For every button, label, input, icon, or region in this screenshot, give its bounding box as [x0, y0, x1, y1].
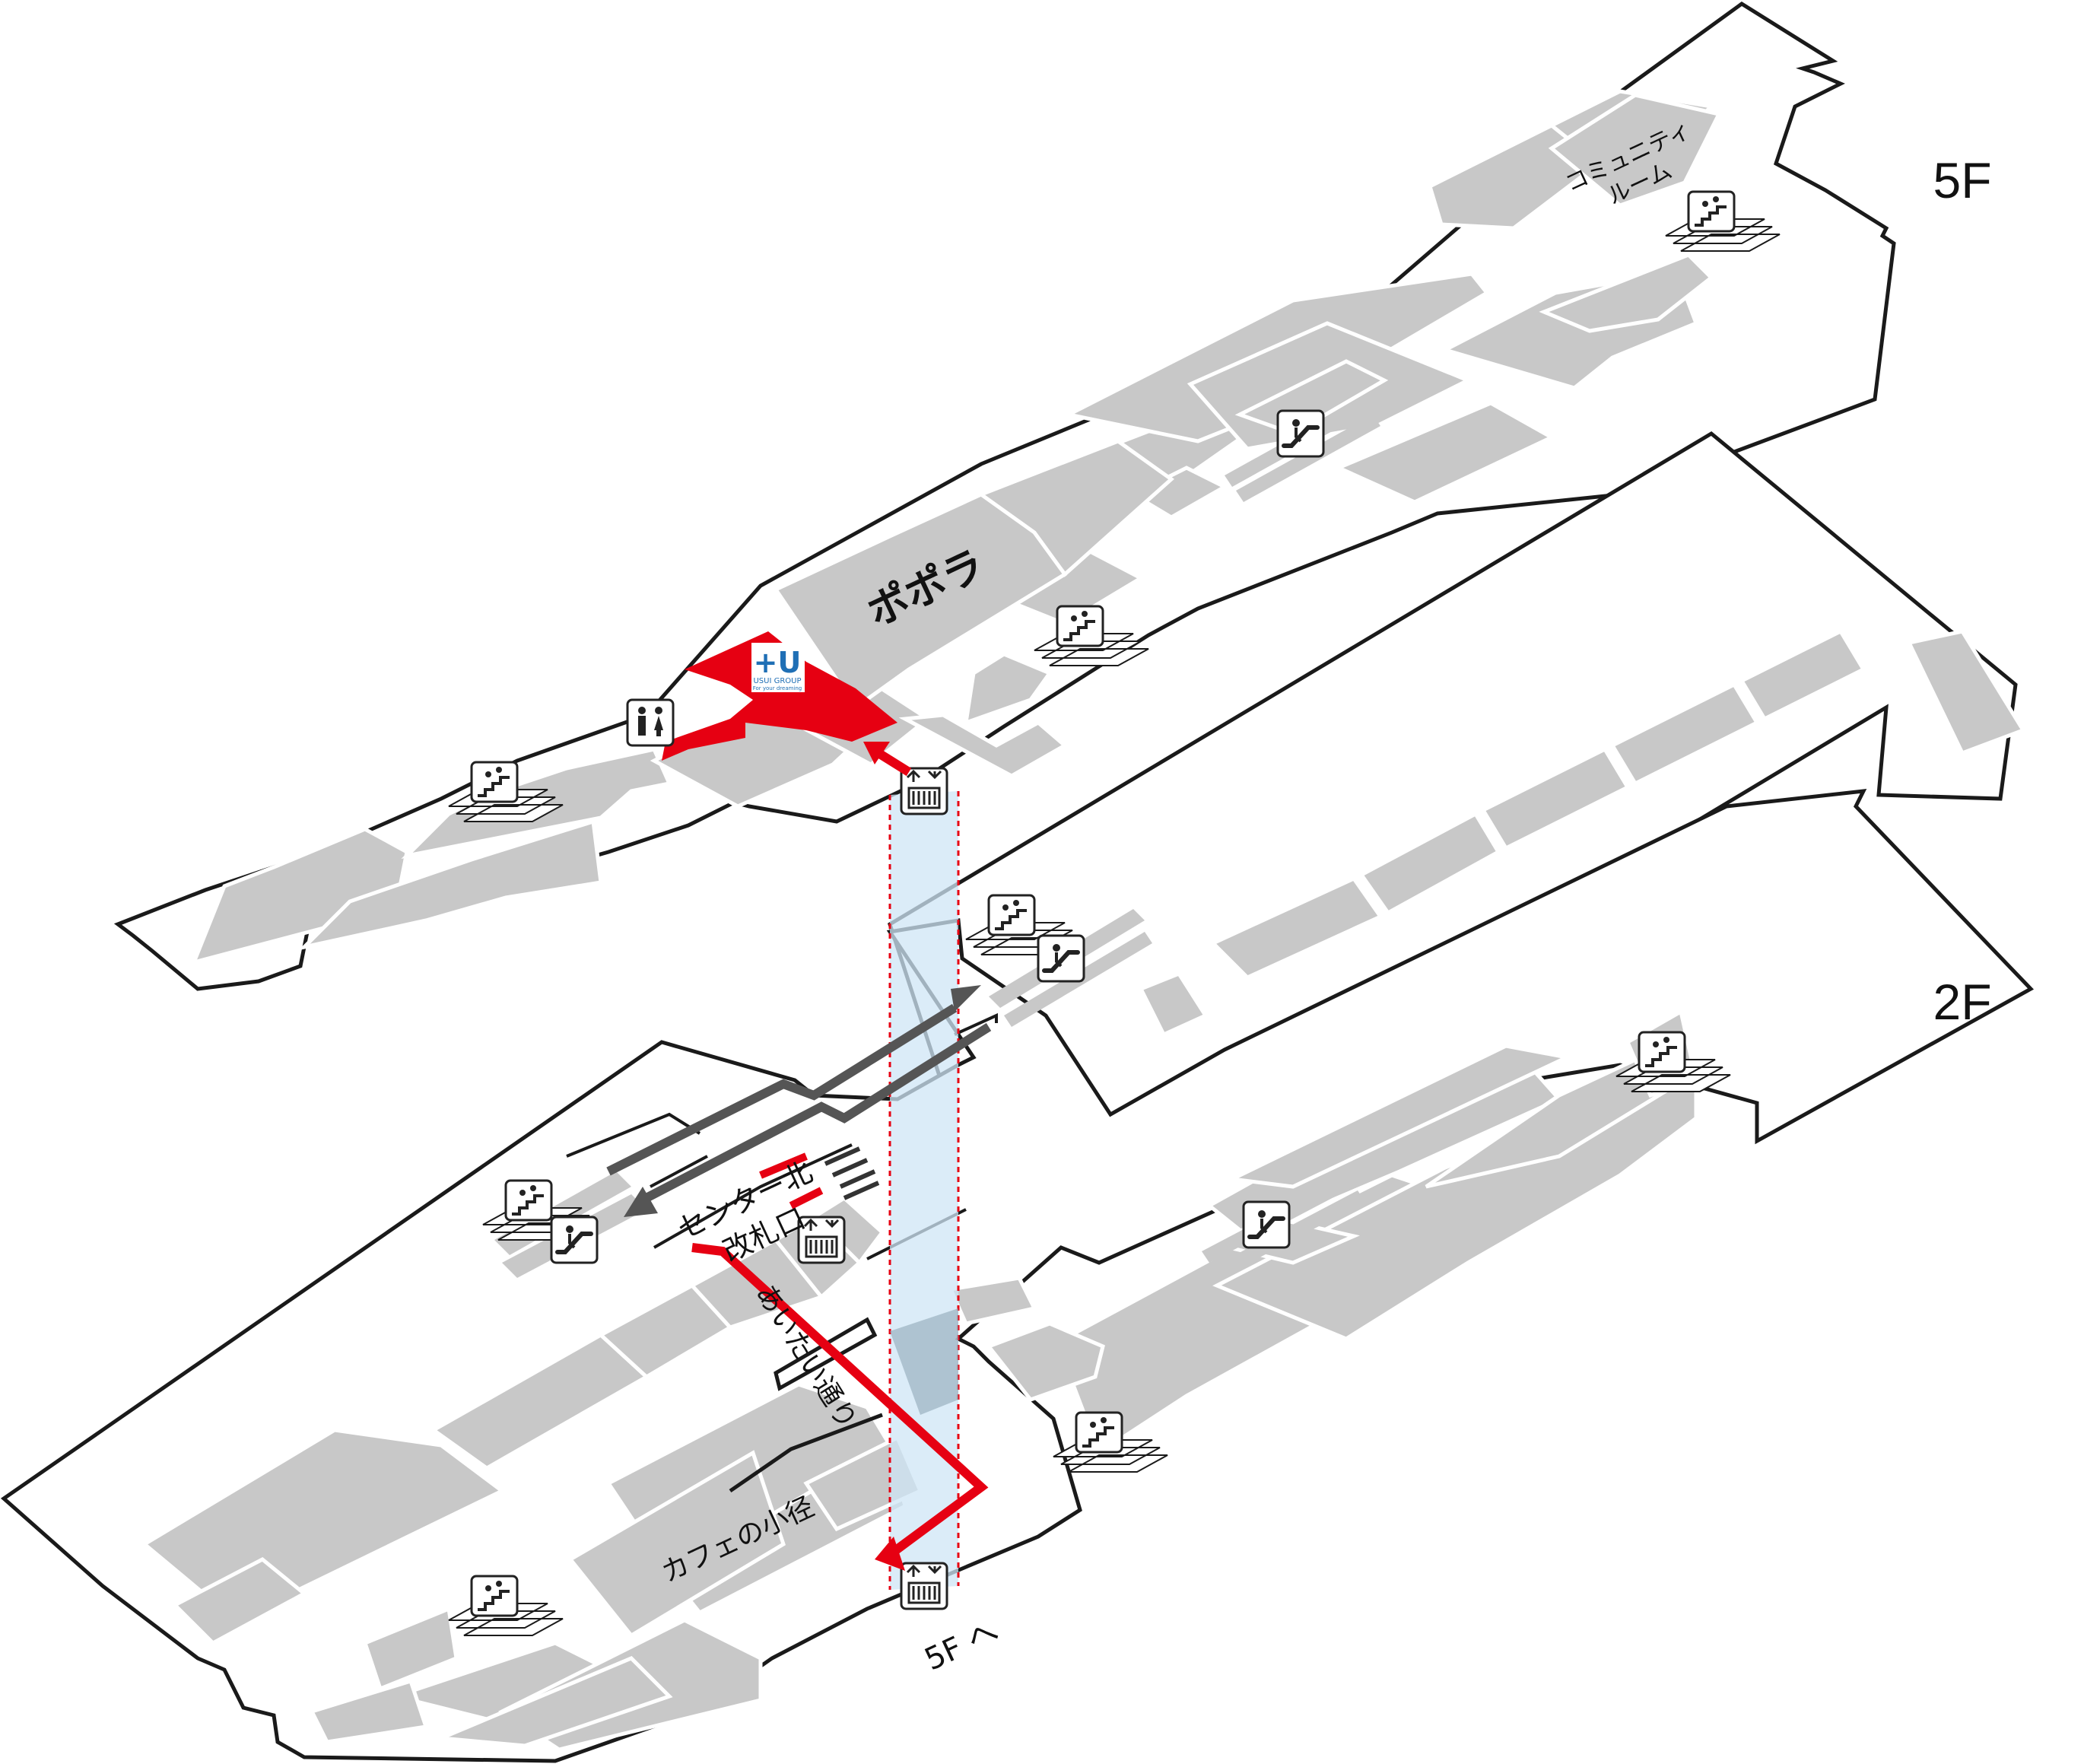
usui-logo: +U: [754, 646, 802, 679]
route-arrow-icon: [875, 1537, 905, 1571]
shop-usui-group[interactable]: [662, 631, 897, 761]
route-arrow-icon: [863, 742, 890, 764]
escalator-icon: [1278, 411, 1323, 456]
elevator-icon[interactable]: [900, 767, 948, 815]
red-route: [691, 742, 989, 1571]
escalator-icon: [1038, 936, 1084, 981]
elevator-icon[interactable]: [900, 1562, 948, 1610]
floor-label-5f: 5F: [1933, 152, 1991, 208]
dark-route-arrows: [606, 985, 992, 1217]
floor-2f-main-outline: [0, 789, 2035, 1763]
usui-tagline: For your dreaming: [753, 685, 802, 691]
elevator-shaft: [888, 791, 960, 1590]
usui-group-name: USUI GROUP: [753, 677, 801, 685]
restroom-icon: [626, 698, 675, 747]
to-5f-label: 5F へ: [920, 1613, 1004, 1677]
escalator-icon: [551, 1217, 597, 1263]
escalator-icon: [1244, 1202, 1289, 1248]
floor-label-2f: 2F: [1933, 974, 1991, 1030]
usui-logo-box: [751, 643, 805, 692]
shop-community-room[interactable]: [1548, 93, 1722, 208]
ticket-gate-markers: [759, 1146, 880, 1209]
floor-5f: +U USUI GROUP For your dreaming: [113, 1, 1896, 991]
